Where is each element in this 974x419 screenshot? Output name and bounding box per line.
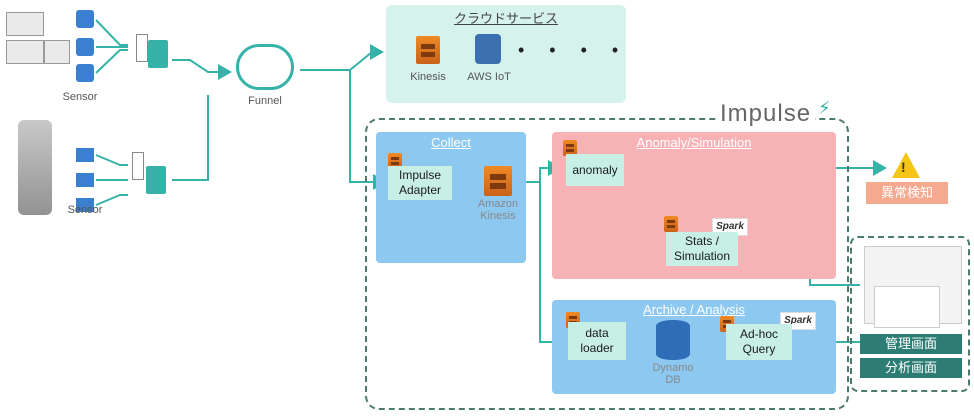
archive-title: Archive / Analysis xyxy=(643,302,745,317)
kinesis-icon xyxy=(416,36,440,64)
dashboard-screenshot xyxy=(874,286,940,328)
server-icon xyxy=(76,198,94,212)
sensor-device-top-2 xyxy=(6,40,44,64)
server-icon xyxy=(76,173,94,187)
dynamodb-label: Dynamo DB xyxy=(652,362,694,386)
sensor-label-top: Sensor xyxy=(62,91,98,103)
warning-mark: ! xyxy=(901,159,906,175)
chip-icon xyxy=(76,10,94,28)
adhoc-query-node: Ad-hoc Query xyxy=(726,324,792,360)
dashboard-container xyxy=(850,236,970,392)
router-icon xyxy=(132,152,144,180)
collect-title: Collect xyxy=(431,135,471,150)
lambda-icon xyxy=(388,153,402,169)
sim-card-icon xyxy=(146,166,166,194)
amazon-kinesis-icon xyxy=(484,166,512,196)
lightning-icon: ⚡ xyxy=(818,98,831,118)
sensor-device-top-1 xyxy=(6,12,44,36)
impulse-adapter-node: Impulse Adapter xyxy=(388,166,452,200)
chip-icon xyxy=(76,38,94,56)
kinesis-label: Kinesis xyxy=(410,71,446,83)
warning-icon xyxy=(892,152,920,178)
router-icon xyxy=(136,34,148,62)
data-loader-node: data loader xyxy=(568,322,626,360)
sensor-device-top-3 xyxy=(44,40,70,64)
analysis-screen-button[interactable]: 分析画面 xyxy=(860,358,962,378)
dynamodb-icon xyxy=(656,320,690,360)
lambda-icon xyxy=(664,216,678,232)
impulse-logo: Impulse xyxy=(716,100,816,128)
lambda-icon xyxy=(563,140,577,156)
amazon-kinesis-label: Amazon Kinesis xyxy=(477,198,519,222)
anomaly-title: Anomaly/Simulation xyxy=(636,135,752,150)
alert-label: 異常検知 xyxy=(866,182,948,204)
aws-iot-label: AWS IoT xyxy=(467,71,511,83)
aws-iot-icon xyxy=(475,34,501,64)
chip-icon xyxy=(76,64,94,82)
cloud-services-title: クラウドサービス xyxy=(453,11,558,26)
sim-card-icon xyxy=(148,40,168,68)
server-icon xyxy=(76,148,94,162)
mgmt-screen-button[interactable]: 管理画面 xyxy=(860,334,962,354)
robot-arm-icon xyxy=(18,120,52,215)
anomaly-node: anomaly xyxy=(566,154,624,186)
funnel-cloud-icon xyxy=(236,44,294,90)
sensor-label-bottom: Sensor xyxy=(67,204,103,216)
impulse-container xyxy=(365,118,849,410)
ellipsis: • • • • xyxy=(518,40,629,60)
stats-simulation-node: Stats / Simulation xyxy=(666,232,738,266)
funnel-label: Funnel xyxy=(248,95,282,107)
